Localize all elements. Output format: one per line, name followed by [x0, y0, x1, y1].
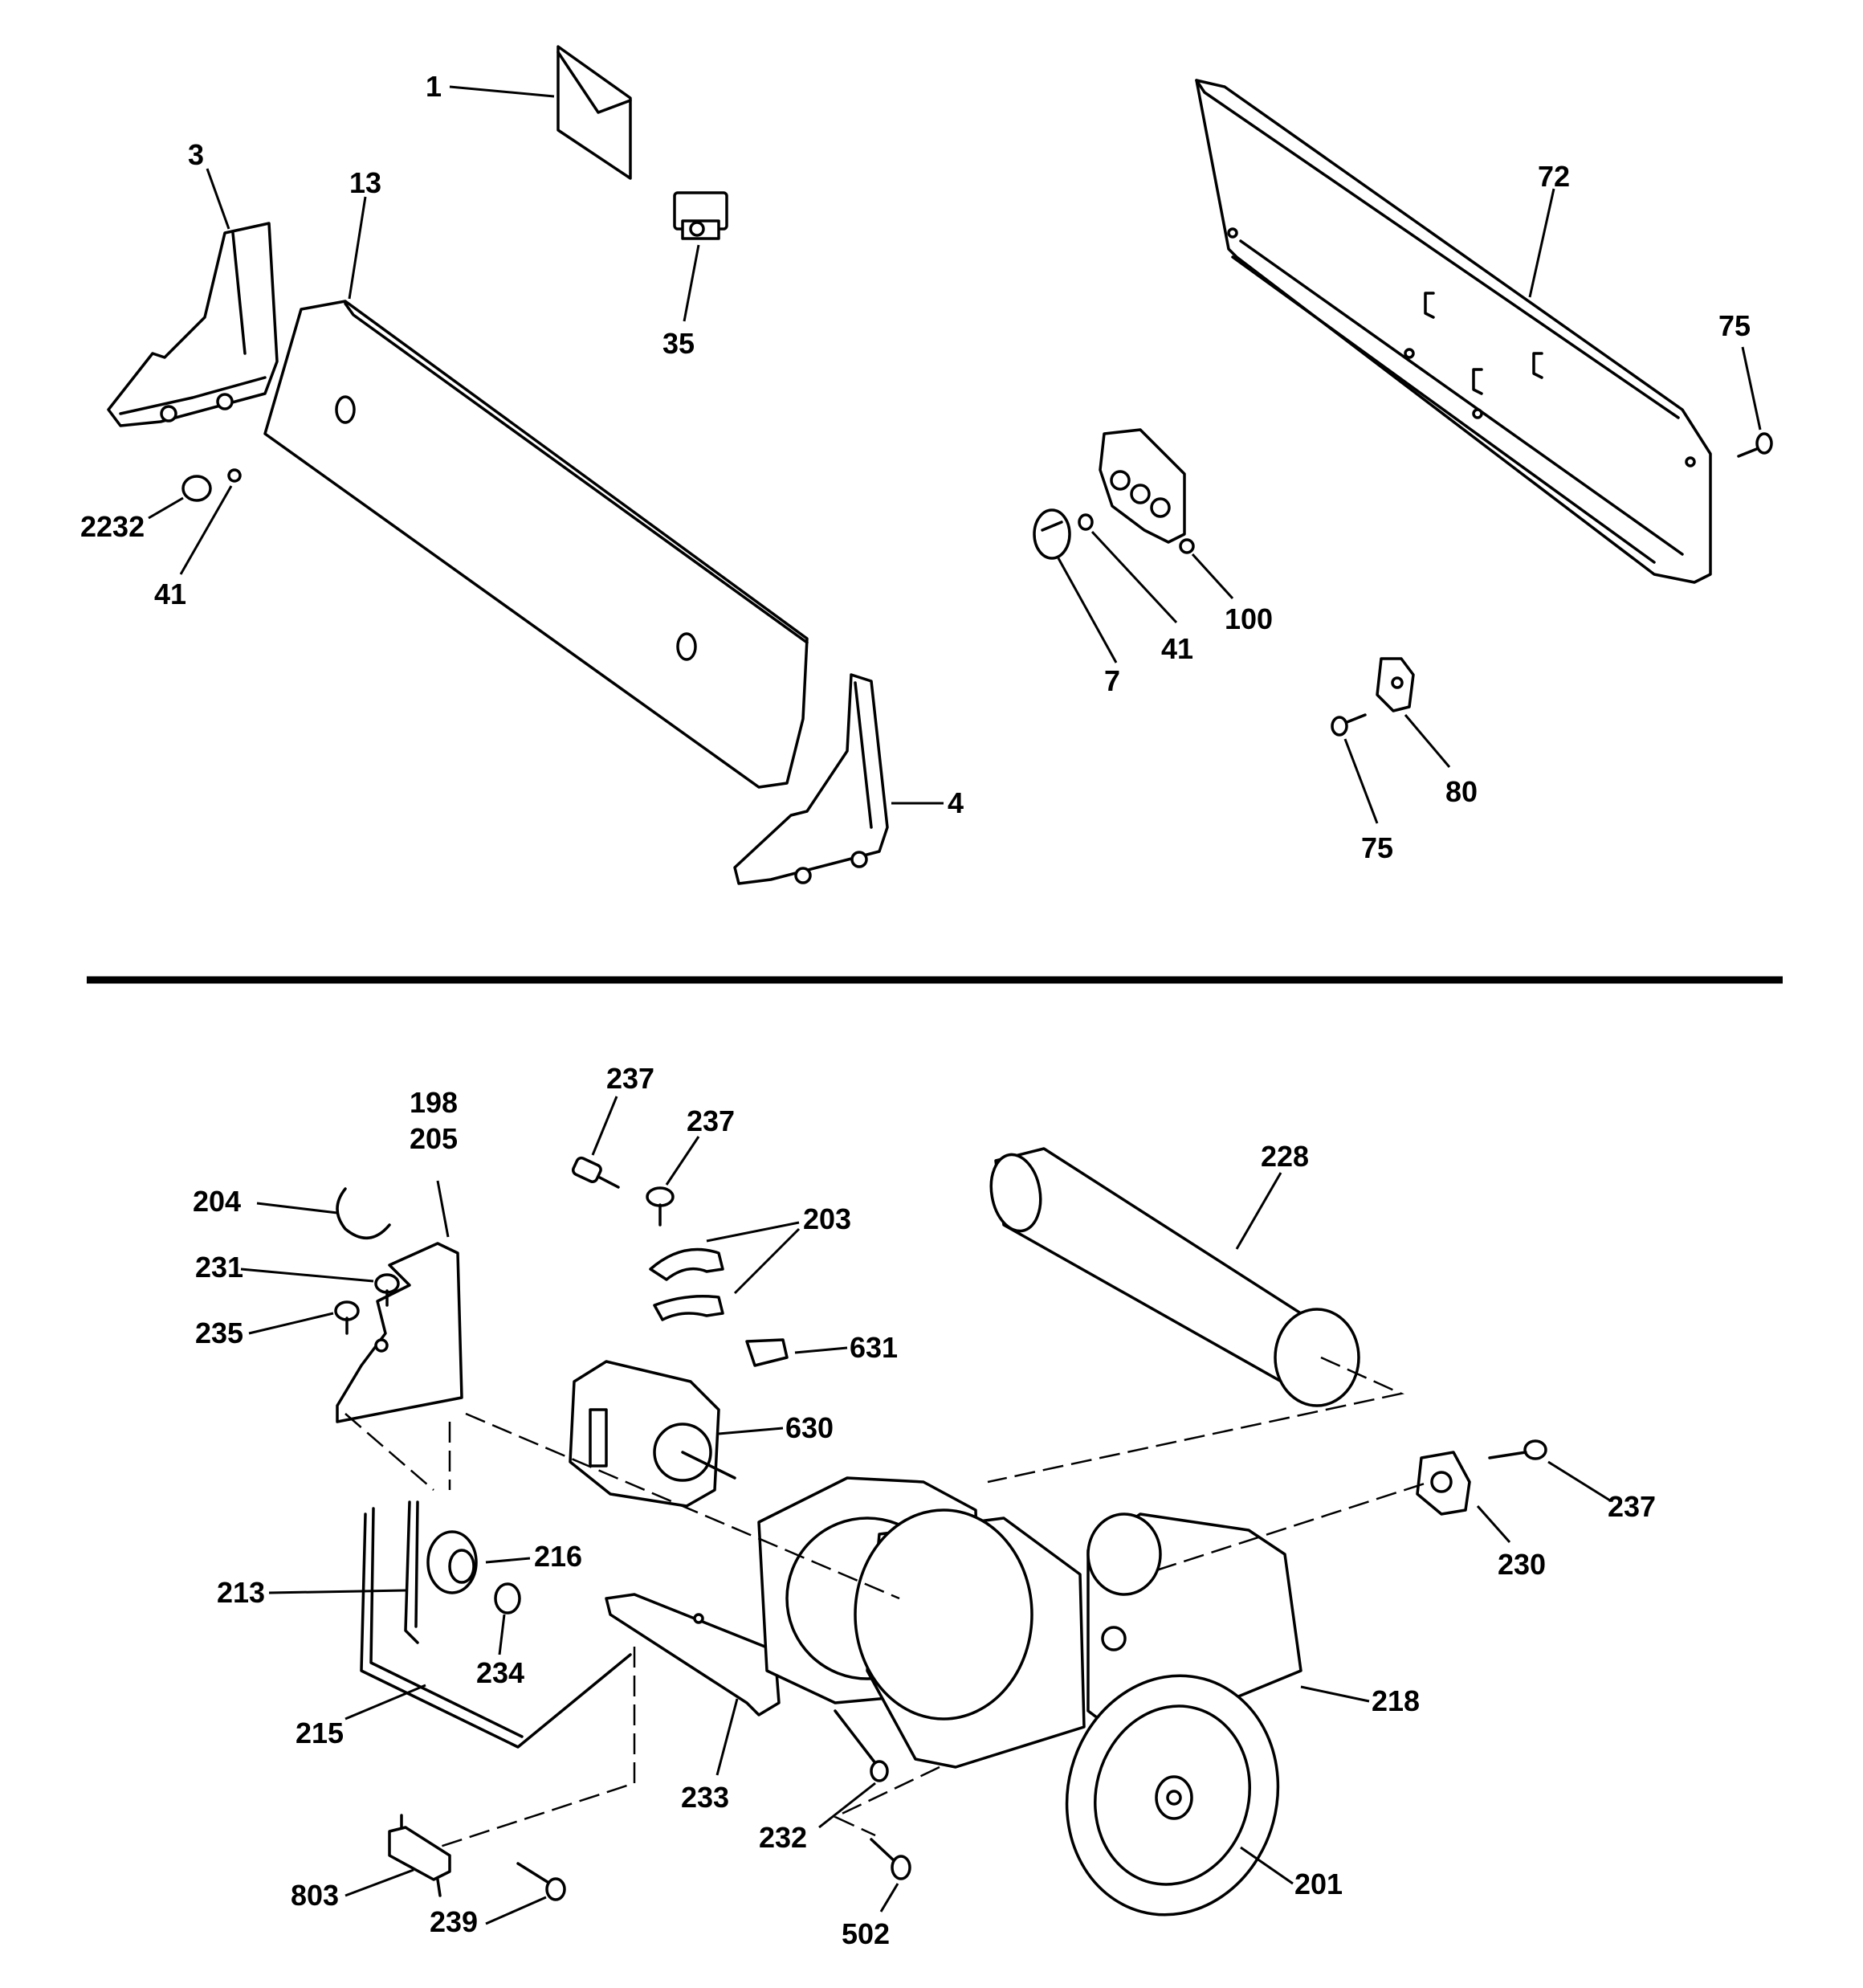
label-237-b: 237 [687, 1104, 735, 1137]
part-41-spring-mid[interactable] [1078, 513, 1094, 531]
label-228: 228 [1261, 1140, 1309, 1173]
part-631-capacitor[interactable] [745, 1338, 789, 1367]
assembly-guide-lines [344, 1356, 1430, 1849]
label-198: 198 [410, 1086, 458, 1119]
label-231: 231 [195, 1251, 243, 1284]
label-234: 234 [476, 1656, 524, 1689]
label-13: 13 [349, 166, 381, 199]
label-35: 35 [662, 327, 695, 360]
label-218: 218 [1372, 1684, 1420, 1717]
part-7-knob[interactable] [1033, 508, 1071, 560]
part-216-idler-pulley[interactable] [426, 1530, 478, 1594]
part-234-bearing[interactable] [494, 1582, 521, 1614]
part-1-literature-envelope[interactable] [556, 45, 632, 180]
part-13-control-panel[interactable] [263, 300, 809, 789]
label-235: 235 [195, 1316, 243, 1349]
part-4-right-endcap[interactable] [733, 673, 889, 885]
label-239: 239 [430, 1905, 478, 1938]
label-203: 203 [803, 1202, 851, 1235]
part-201-blower-wheel[interactable] [1041, 1651, 1305, 1938]
label-803: 803 [291, 1879, 339, 1912]
part-2232-knob-cap[interactable] [181, 475, 212, 502]
label-41-mid: 41 [1161, 632, 1193, 665]
part-237-screw-a[interactable] [571, 1156, 620, 1189]
part-3-left-endcap[interactable] [107, 222, 279, 427]
part-215-wire-rod[interactable] [360, 1507, 632, 1749]
part-218-blower-housing[interactable] [757, 1476, 1302, 1769]
label-237-c: 237 [1608, 1490, 1656, 1523]
part-803-door-switch[interactable] [388, 1814, 451, 1897]
part-203-clamps[interactable] [649, 1247, 724, 1321]
part-237-screw-b[interactable] [646, 1186, 675, 1227]
label-204: 204 [193, 1185, 241, 1218]
part-204-clip[interactable] [336, 1187, 391, 1240]
label-41-left: 41 [154, 578, 186, 610]
label-72: 72 [1538, 160, 1570, 193]
part-233-blower-support[interactable] [605, 1593, 781, 1717]
label-4: 4 [948, 786, 964, 819]
part-72-rear-panel[interactable] [1195, 79, 1712, 584]
part-213-idler-arm[interactable] [404, 1500, 419, 1644]
part-231-screw[interactable] [374, 1273, 400, 1307]
label-216: 216 [534, 1540, 582, 1573]
part-205-motor-bracket[interactable] [336, 1242, 463, 1423]
part-41-spring-small[interactable] [227, 468, 242, 483]
label-237-a: 237 [606, 1062, 654, 1095]
label-100: 100 [1225, 602, 1273, 635]
label-230: 230 [1498, 1548, 1546, 1581]
label-1: 1 [426, 70, 442, 103]
label-2232: 2232 [80, 510, 145, 543]
part-235-screw[interactable] [334, 1300, 360, 1335]
part-230-thermostat[interactable] [1416, 1451, 1471, 1516]
part-80-bracket[interactable] [1376, 657, 1415, 712]
label-502: 502 [842, 1917, 890, 1950]
label-75-lower: 75 [1361, 831, 1393, 864]
label-631: 631 [850, 1331, 898, 1364]
part-100-timer[interactable] [1099, 428, 1195, 554]
label-75-upper: 75 [1718, 309, 1751, 342]
part-232-pin[interactable] [834, 1709, 889, 1782]
label-233: 233 [681, 1781, 729, 1814]
part-502-screw[interactable] [870, 1838, 911, 1880]
label-7: 7 [1104, 664, 1120, 697]
label-3: 3 [188, 138, 204, 171]
part-228-exhaust-duct[interactable] [985, 1147, 1360, 1407]
label-201: 201 [1294, 1868, 1343, 1900]
label-215: 215 [296, 1717, 344, 1749]
label-205: 205 [410, 1122, 458, 1155]
part-75-screw-lower[interactable] [1331, 713, 1367, 737]
part-237-screw-c[interactable] [1488, 1439, 1547, 1460]
label-213: 213 [217, 1576, 265, 1609]
part-75-screw-upper[interactable] [1737, 432, 1773, 458]
part-239-screw[interactable] [516, 1862, 566, 1901]
part-630-drive-motor[interactable] [569, 1360, 736, 1508]
label-232: 232 [759, 1821, 807, 1854]
label-80: 80 [1445, 775, 1478, 808]
label-630: 630 [785, 1411, 834, 1444]
part-35-switch[interactable] [673, 191, 728, 240]
